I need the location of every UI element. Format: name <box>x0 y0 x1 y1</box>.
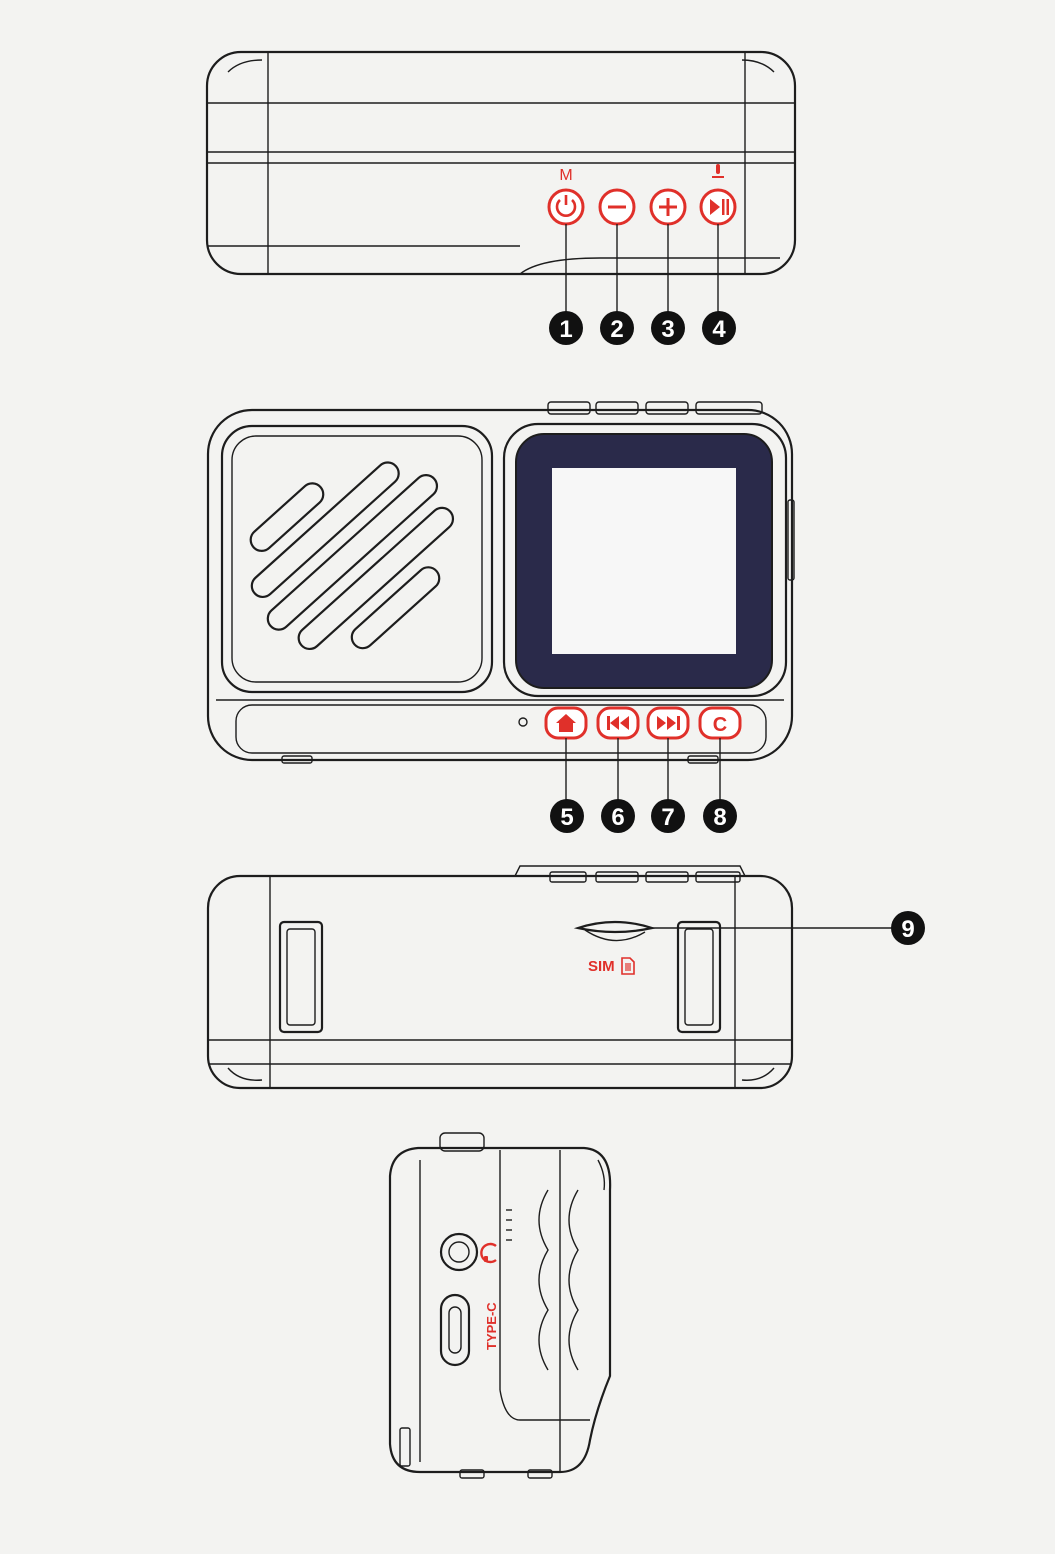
callout-6: 6 <box>601 799 635 833</box>
svg-text:2: 2 <box>610 316 623 343</box>
play-pause-button <box>699 188 737 226</box>
side-view-body <box>388 1146 612 1474</box>
svg-text:3: 3 <box>661 316 674 343</box>
power-button <box>547 188 585 226</box>
svg-text:7: 7 <box>661 804 674 831</box>
svg-text:8: 8 <box>713 804 726 831</box>
mode-label: M <box>559 167 572 184</box>
microphone-icon <box>712 164 724 178</box>
svg-text:C: C <box>713 714 727 736</box>
callout-9: 9 <box>891 911 925 945</box>
svg-text:6: 6 <box>611 804 624 831</box>
volume-up-button <box>649 188 687 226</box>
callout-1: 1 <box>549 311 583 345</box>
bottom-view: SIM 9 <box>206 865 925 1090</box>
top-view: M 1 2 <box>205 50 797 345</box>
callout-8: 8 <box>703 799 737 833</box>
speaker-grille <box>220 424 494 694</box>
previous-button <box>596 706 640 740</box>
volume-down-button <box>598 188 636 226</box>
svg-text:1: 1 <box>559 316 572 343</box>
headphone-icon <box>480 1242 497 1264</box>
next-button <box>646 706 690 740</box>
type-c-label: TYPE-C <box>484 1302 499 1350</box>
sim-label: SIM <box>588 958 615 975</box>
front-view: C 5 6 7 8 <box>206 401 795 833</box>
sim-slot <box>573 920 657 942</box>
front-view-body <box>206 408 794 762</box>
sim-card-icon <box>621 957 635 975</box>
svg-text:4: 4 <box>712 316 726 343</box>
headphone-jack <box>439 1232 479 1272</box>
side-view: TYPE-C <box>388 1132 612 1479</box>
c-button: C <box>698 706 742 740</box>
right-foot <box>676 920 722 1034</box>
callout-2: 2 <box>600 311 634 345</box>
svg-text:9: 9 <box>901 916 914 943</box>
display-screen <box>502 422 788 698</box>
svg-text:5: 5 <box>560 804 573 831</box>
callout-3: 3 <box>651 311 685 345</box>
usb-c-port <box>439 1293 471 1367</box>
bottom-view-body <box>206 874 794 1090</box>
left-foot <box>278 920 324 1034</box>
callout-5: 5 <box>550 799 584 833</box>
home-button <box>544 706 588 740</box>
callout-7: 7 <box>651 799 685 833</box>
callout-4: 4 <box>702 311 736 345</box>
